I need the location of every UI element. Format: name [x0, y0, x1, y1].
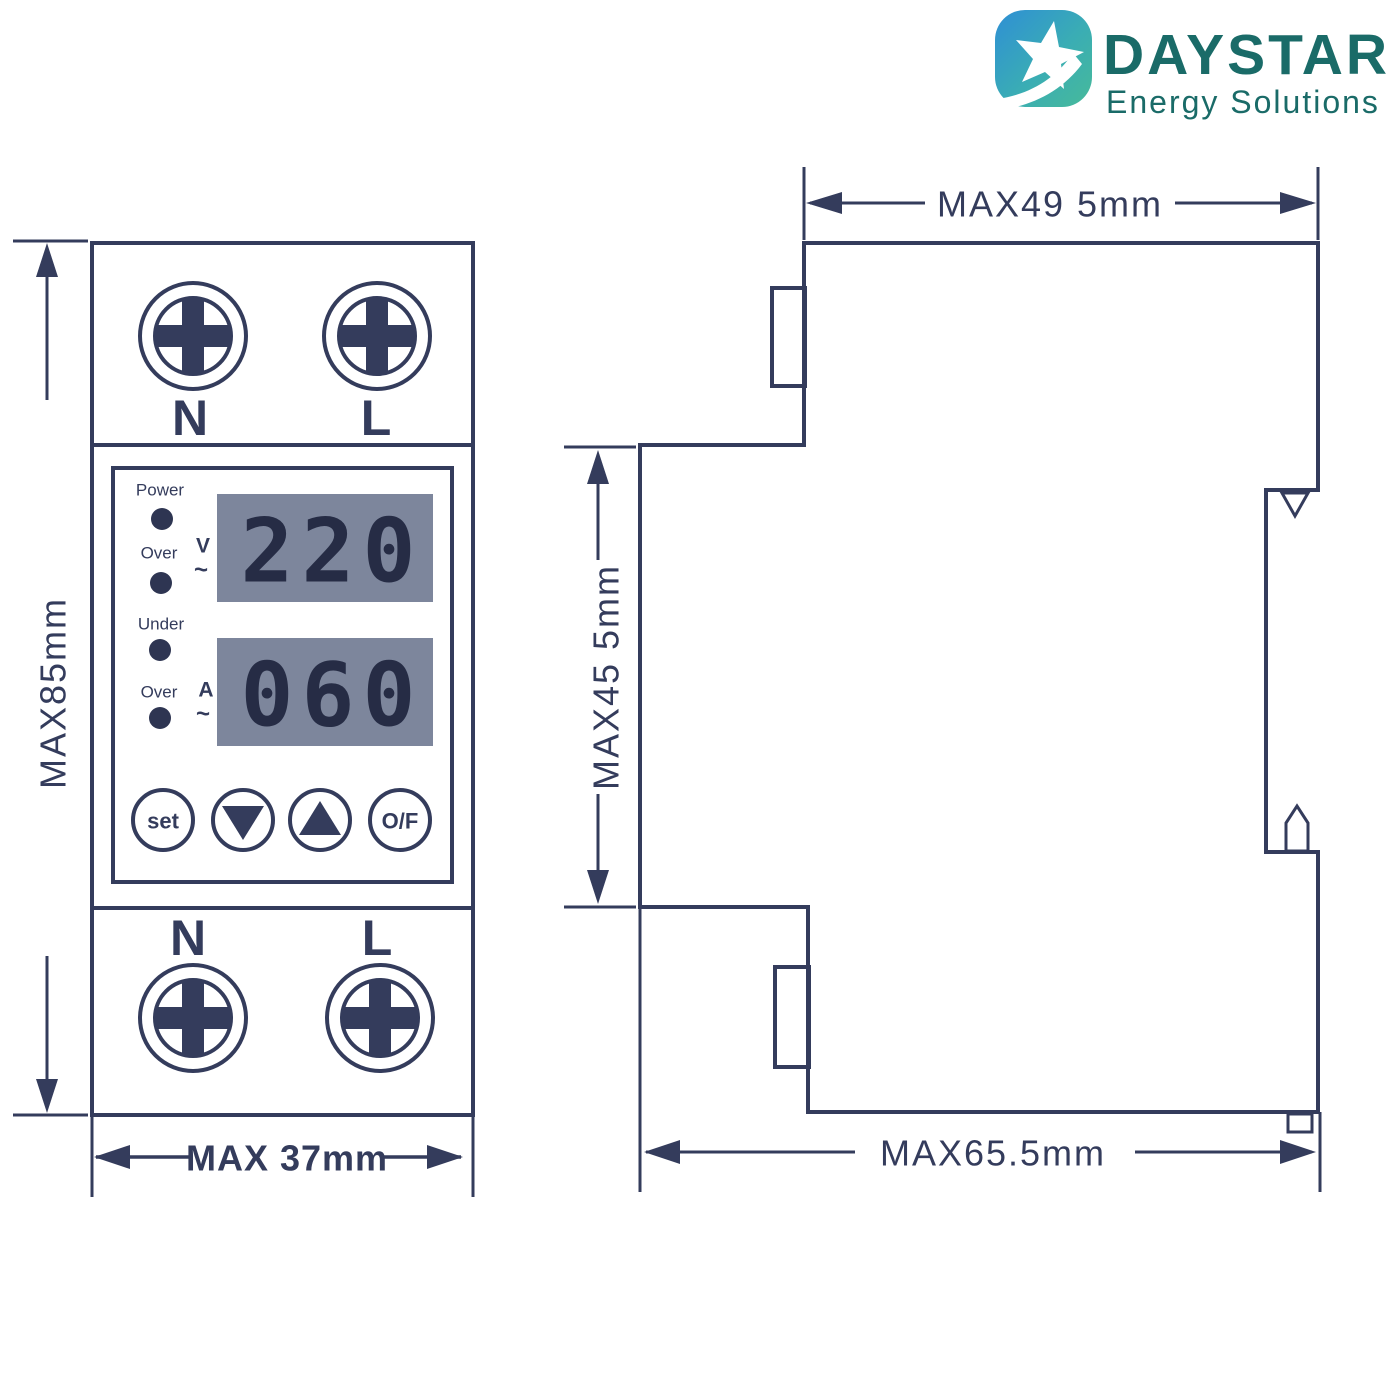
terminal-label-top-l: L: [361, 390, 392, 446]
brand-name: DAYSTAR: [1103, 23, 1390, 87]
set-button-label: set: [147, 809, 179, 834]
triangle-up-icon: [299, 801, 341, 835]
over-voltage-led-label: Over: [141, 544, 178, 563]
side-profile-outline: [638, 241, 1320, 1114]
ac-tilde-voltage: ~: [194, 557, 208, 584]
up-button: [288, 788, 352, 852]
current-unit-label: A: [198, 679, 213, 702]
arrow-right-icon: [1280, 192, 1316, 214]
screw-cross-icon: [343, 981, 417, 1055]
arrow-right-icon: [1280, 1140, 1316, 1164]
bottom-terminal-screw-right: [325, 963, 435, 1073]
dimension-label-height: MAX85mm: [33, 597, 74, 789]
logo-swoosh-icon: [997, 53, 1082, 110]
over-voltage-led-icon: [150, 572, 172, 594]
arrow-down-icon: [36, 1079, 58, 1113]
side-lower-terminal-block: [773, 965, 811, 1069]
screw-cross-icon: [156, 299, 230, 373]
top-terminal-screw-right: [322, 281, 432, 391]
terminal-label-bottom-n: N: [170, 910, 206, 966]
din-clip-top-icon: [1279, 491, 1311, 520]
current-lcd-display: [217, 638, 433, 746]
logo: DAYSTAR Energy Solutions: [995, 10, 1390, 120]
under-voltage-led-label: Under: [138, 615, 185, 634]
side-upper-terminal-block: [770, 286, 807, 388]
dimension-label-side-front: MAX45 5mm: [586, 564, 627, 790]
arrow-up-icon: [587, 450, 609, 484]
onoff-button-label: O/F: [382, 809, 419, 834]
logo-star-icon: [1016, 21, 1084, 89]
under-voltage-led-icon: [149, 639, 171, 661]
voltage-unit-label: V: [196, 535, 210, 558]
dimension-label-width: MAX 37mm: [186, 1138, 388, 1179]
terminal-label-top-n: N: [172, 390, 208, 446]
din-clip-tab-icon: [1286, 1112, 1314, 1134]
screw-cross-icon: [340, 299, 414, 373]
over-current-led-icon: [149, 707, 171, 729]
arrow-right-icon: [427, 1145, 463, 1169]
dimension-front-height: MAX85mm: [13, 239, 88, 1117]
voltage-lcd-display: [217, 494, 433, 602]
dimension-label-side-top: MAX49 5mm: [937, 184, 1163, 225]
power-led-icon: [151, 508, 173, 530]
dimension-side-bottom-width: MAX65.5mm: [638, 907, 1322, 1192]
current-lcd-value: 060: [241, 644, 424, 747]
front-body-outline: [90, 241, 475, 1117]
arrow-left-icon: [644, 1140, 680, 1164]
dimension-label-side-bottom: MAX65.5mm: [880, 1133, 1106, 1174]
over-current-led-label: Over: [141, 683, 178, 702]
arrow-down-icon: [587, 870, 609, 904]
triangle-down-icon: [222, 806, 264, 840]
arrow-left-icon: [806, 192, 842, 214]
side-view: MAX49 5mm MAX45 5mm MAX65.5mm: [564, 167, 1322, 1192]
dimension-side-top-width: MAX49 5mm: [802, 167, 1320, 240]
onoff-button: O/F: [368, 788, 432, 852]
bottom-terminal-screw-left: [138, 963, 248, 1073]
top-terminal-screw-left: [138, 281, 248, 391]
dimension-front-width: MAX 37mm: [94, 1133, 463, 1179]
voltage-lcd-value: 220: [241, 500, 424, 603]
front-view: N L Power Over Under Over V ~ A ~ 220 06…: [13, 239, 475, 1197]
din-clip-bottom-icon: [1284, 803, 1310, 853]
control-panel-outline: [111, 466, 454, 884]
arrow-up-icon: [36, 243, 58, 277]
screw-cross-icon: [156, 981, 230, 1055]
down-button: [211, 788, 275, 852]
terminal-label-bottom-l: L: [362, 910, 393, 966]
arrow-left-icon: [94, 1145, 130, 1169]
dimension-side-front-height: MAX45 5mm: [564, 445, 636, 909]
power-led-label: Power: [136, 481, 185, 500]
brand-tagline: Energy Solutions: [1106, 84, 1380, 120]
ac-tilde-current: ~: [196, 701, 210, 728]
set-button: set: [131, 788, 195, 852]
